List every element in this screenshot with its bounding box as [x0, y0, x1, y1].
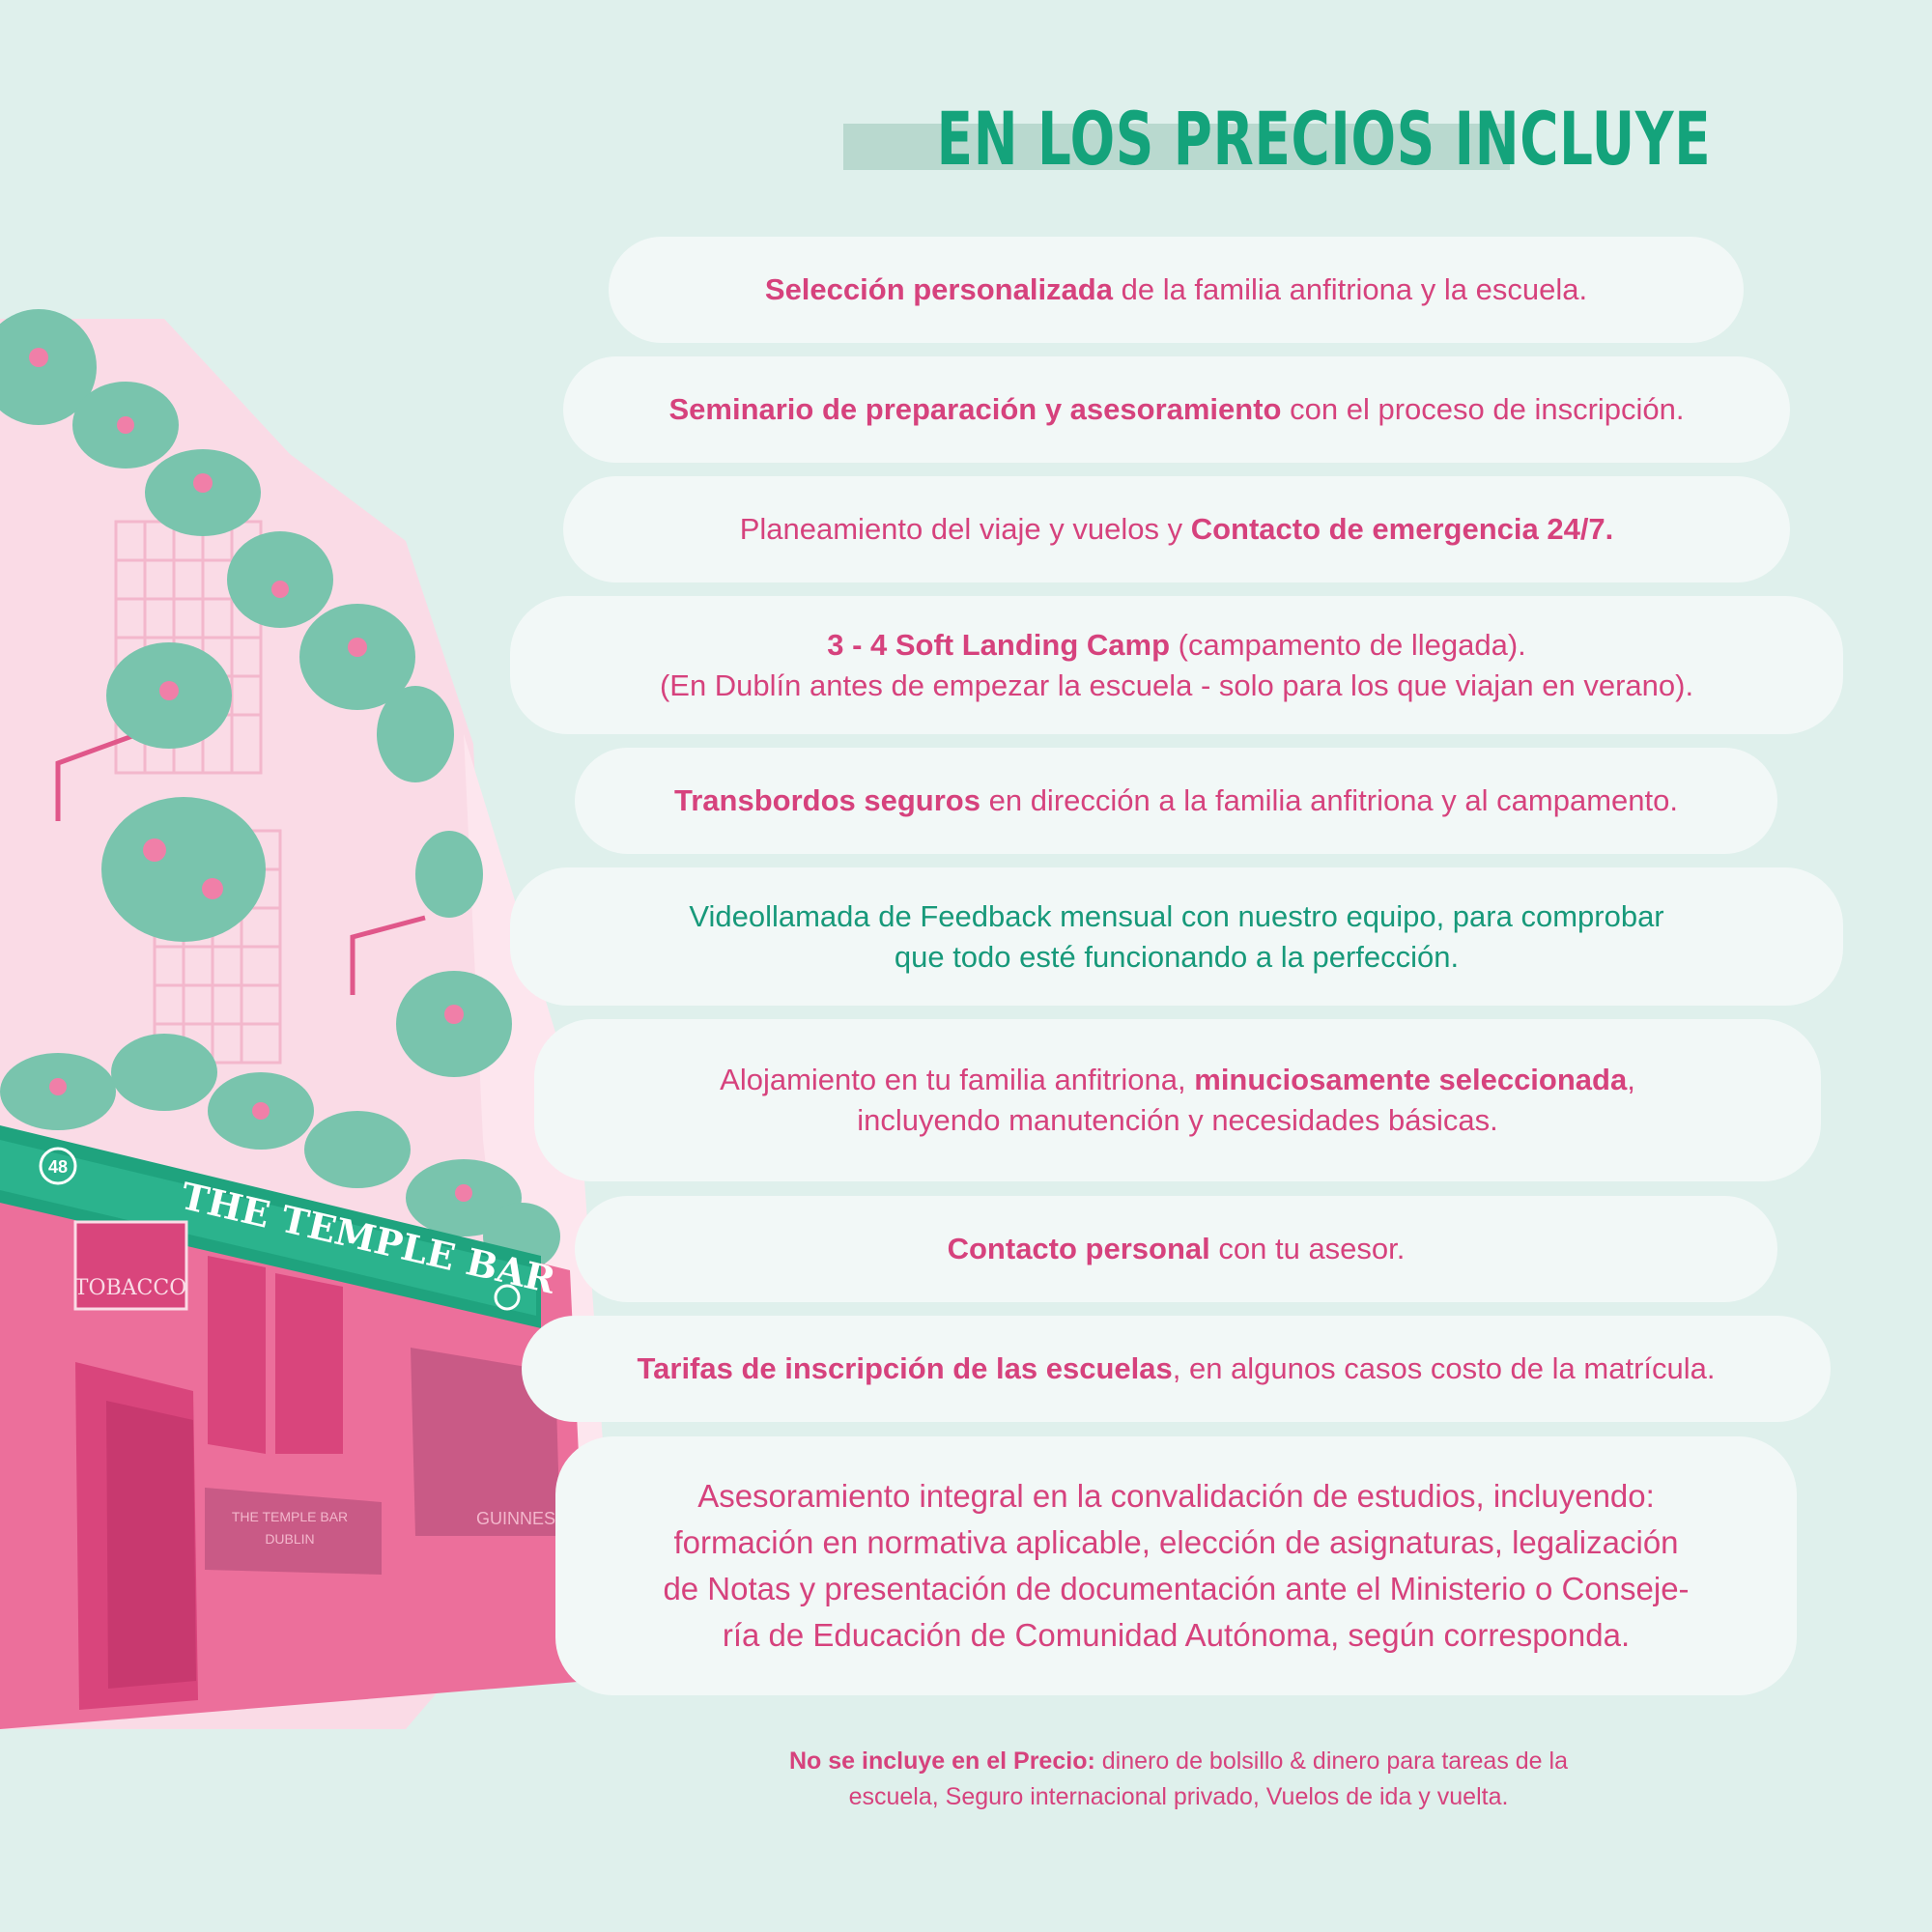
sign-emblem	[494, 1284, 521, 1311]
item-text: en dirección a la familia anfitriona y a…	[980, 783, 1678, 817]
item-text: , en algunos casos costo de la matrícula…	[1172, 1351, 1716, 1385]
sign-badge	[39, 1147, 77, 1185]
item-text: con el proceso de inscripción.	[1281, 392, 1685, 426]
pub-window-2	[275, 1273, 343, 1454]
item-text: Planeamiento del viaje y vuelos y	[739, 512, 1191, 546]
tobacco-sign-text: TOBACCO	[74, 1276, 186, 1300]
title-highlight-bar	[843, 124, 1510, 170]
included-item-transfers: Transbordos seguros en dirección a la fa…	[575, 748, 1777, 854]
pub-door-inner	[106, 1401, 196, 1689]
item-line: ría de Educación de Comunidad Autónoma, …	[723, 1612, 1630, 1659]
item-line: Tarifas de inscripción de las escuelas, …	[638, 1349, 1716, 1389]
building-side-wall	[464, 734, 618, 1671]
item-text: (campamento de llegada).	[1170, 627, 1526, 662]
included-item-soft-landing-camp: 3 - 4 Soft Landing Camp (campamento de l…	[510, 596, 1843, 734]
item-text: Videollamada de Feedback mensual con nue…	[689, 898, 1664, 933]
item-text: Alojamiento en tu familia anfitriona,	[720, 1063, 1195, 1096]
page-title: EN LOS PRECIOS INCLUYE	[936, 96, 1712, 182]
item-text-bold: Contacto personal	[947, 1232, 1210, 1265]
item-text-bold: Transbordos seguros	[674, 783, 980, 817]
item-text: que todo esté funcionando a la perfecció…	[894, 939, 1460, 974]
pub-window-3	[411, 1348, 560, 1536]
item-text: incluyendo manutención y necesidades bás…	[857, 1103, 1498, 1137]
window-sign-text: GUINNESS	[476, 1509, 567, 1528]
item-text: formación en normativa aplicable, elecci…	[673, 1524, 1679, 1560]
included-item-selection: Selección personalizada de la familia an…	[609, 237, 1744, 343]
item-text: de la familia anfitriona y la escuela.	[1112, 272, 1588, 306]
item-line: Planeamiento del viaje y vuelos y Contac…	[740, 509, 1614, 550]
item-text: Asesoramiento integral en la convalidaci…	[697, 1478, 1655, 1514]
included-item-accommodation: Alojamiento en tu familia anfitriona, mi…	[534, 1019, 1821, 1181]
item-text-bold: Tarifas de inscripción de las escuelas	[637, 1351, 1173, 1385]
chalkboard	[205, 1488, 382, 1575]
item-text: (En Dublín antes de empezar la escuela -…	[659, 668, 1694, 702]
item-line: Transbordos seguros en dirección a la fa…	[674, 781, 1678, 821]
item-text-bold: Seminario de preparación y asesoramiento	[668, 392, 1282, 426]
included-item-study-validation: Asesoramiento integral en la convalidaci…	[555, 1436, 1797, 1695]
item-line: de Notas y presentación de documentación…	[663, 1566, 1689, 1612]
flower-blossoms	[29, 348, 472, 1202]
note-text: escuela, Seguro internacional privado, V…	[848, 1783, 1509, 1810]
item-text: de Notas y presentación de documentación…	[663, 1571, 1690, 1606]
note-line: No se incluye en el Precio: dinero de bo…	[676, 1744, 1681, 1779]
item-line: Seminario de preparación y asesoramiento…	[668, 389, 1684, 430]
item-line: que todo esté funcionando a la perfecció…	[895, 937, 1459, 978]
item-line: incluyendo manutención y necesidades bás…	[857, 1100, 1497, 1141]
item-line: 3 - 4 Soft Landing Camp (campamento de l…	[827, 625, 1526, 666]
included-item-travel-planning: Planeamiento del viaje y vuelos y Contac…	[563, 476, 1790, 582]
included-item-seminar: Seminario de preparación y asesoramiento…	[563, 356, 1790, 463]
item-line: Selección personalizada de la familia an…	[765, 270, 1587, 310]
chalkboard-text-1: THE TEMPLE BAR	[232, 1509, 348, 1524]
note-label: No se incluye en el Precio:	[789, 1747, 1095, 1775]
note-text: dinero de bolsillo & dinero para tareas …	[1094, 1747, 1568, 1775]
sign-badge-text: 48	[48, 1157, 68, 1177]
item-text: ría de Educación de Comunidad Autónoma, …	[722, 1617, 1631, 1653]
pub-window-1	[208, 1256, 266, 1454]
item-text-bold: Contacto de emergencia 24/7.	[1190, 512, 1614, 546]
item-line: formación en normativa aplicable, elecci…	[673, 1520, 1678, 1566]
item-text: con tu asesor.	[1209, 1232, 1406, 1265]
note-line: escuela, Seguro internacional privado, V…	[676, 1779, 1681, 1815]
not-included-note: No se incluye en el Precio: dinero de bo…	[676, 1744, 1681, 1815]
item-text-bold: 3 - 4 Soft Landing Camp	[827, 627, 1171, 662]
included-item-enrollment-fees: Tarifas de inscripción de las escuelas, …	[522, 1316, 1831, 1422]
chalkboard-text-2: DUBLIN	[265, 1531, 314, 1547]
item-line: Contacto personal con tu asesor.	[948, 1229, 1406, 1269]
title-block: EN LOS PRECIOS INCLUYE	[843, 96, 1712, 184]
item-text-bold: Selección personalizada	[764, 272, 1113, 306]
included-item-video-call: Videollamada de Feedback mensual con nue…	[510, 867, 1843, 1006]
flower-brackets	[55, 722, 426, 995]
tobacco-sign	[73, 1220, 188, 1311]
item-line: Alojamiento en tu familia anfitriona, mi…	[720, 1060, 1635, 1100]
item-line: Videollamada de Feedback mensual con nue…	[689, 896, 1663, 937]
item-text: ,	[1627, 1063, 1635, 1096]
pub-sign-inner	[0, 1140, 536, 1316]
item-line: Asesoramiento integral en la convalidaci…	[697, 1473, 1655, 1520]
item-text-bold: minuciosamente seleccionada	[1194, 1063, 1628, 1096]
item-line: (En Dublín antes de empezar la escuela -…	[660, 666, 1693, 706]
included-item-personal-contact: Contacto personal con tu asesor.	[575, 1196, 1777, 1302]
